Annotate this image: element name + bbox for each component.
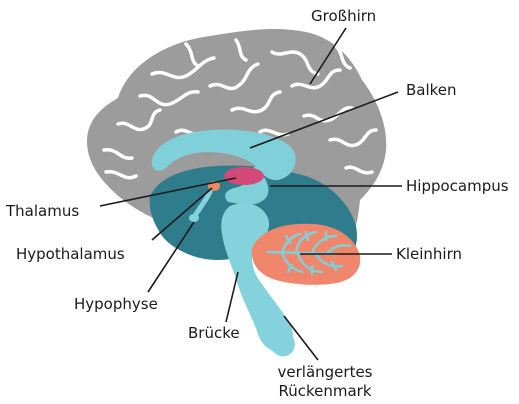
label-bruecke: Brücke (188, 323, 240, 343)
label-rueckenmark-line1: verlängertes (278, 362, 373, 382)
label-hypophyse: Hypophyse (74, 294, 158, 314)
label-balken: Balken (406, 80, 457, 100)
label-thalamus: Thalamus (6, 201, 79, 221)
thalamus-shape (224, 167, 264, 185)
label-kleinhirn: Kleinhirn (396, 244, 462, 264)
label-rueckenmark-line2: Rückenmark (278, 381, 371, 401)
leader-bruecke (226, 272, 238, 322)
label-grosshirn: Großhirn (311, 6, 376, 26)
label-hippocampus: Hippocampus (406, 176, 509, 196)
label-hypothalamus: Hypothalamus (16, 244, 125, 264)
pituitary-shape (189, 214, 199, 222)
